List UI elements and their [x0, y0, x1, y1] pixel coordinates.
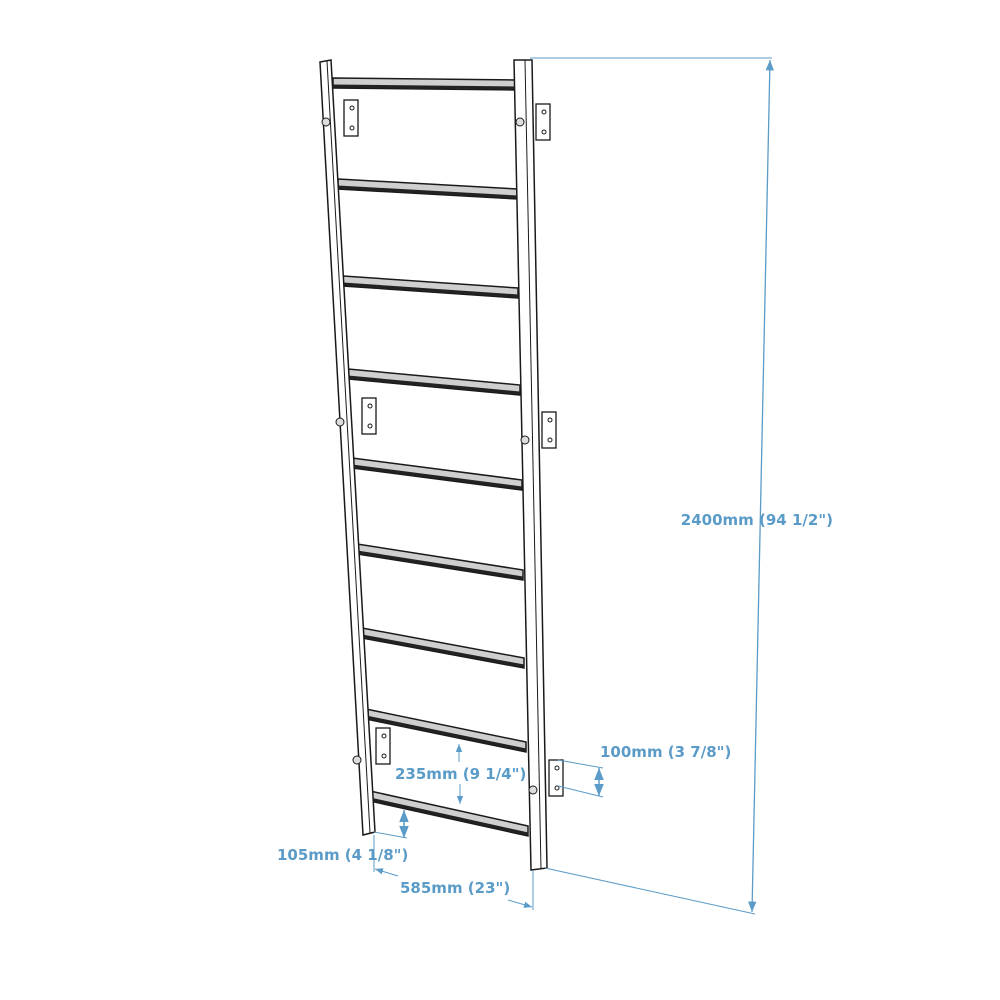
bracket-screw — [547, 437, 553, 443]
bolt — [335, 417, 345, 427]
rung-shadow — [351, 464, 523, 490]
left-rail — [319, 59, 376, 836]
bolt — [321, 117, 331, 127]
bracket-screw — [541, 129, 547, 135]
bolt — [515, 117, 525, 127]
rung-shadow — [369, 797, 529, 836]
bracket-screw — [541, 109, 547, 115]
wall-bracket — [548, 759, 564, 797]
bracket-screw — [381, 753, 387, 759]
bracket-screw — [349, 125, 355, 131]
rung-shadow — [332, 84, 516, 90]
wall-bracket — [375, 727, 391, 765]
bracket-screw — [554, 765, 560, 771]
bracket-screw — [367, 423, 373, 429]
bolt — [352, 755, 362, 765]
bracket-spacing-label: 100mm (3 7/8") — [600, 743, 731, 761]
rung-spacing-label: 235mm (9 1/4") — [395, 765, 526, 783]
rung-shadow — [365, 715, 527, 752]
bracket-screw — [381, 733, 387, 739]
rung-shadow — [361, 634, 525, 668]
left-rail-edge — [326, 60, 371, 834]
height-dimension-label: 2400mm (94 1/2") — [681, 511, 833, 529]
ladder — [319, 59, 564, 871]
bracket-screw — [547, 417, 553, 423]
rung-shadow — [342, 282, 519, 298]
bracket-screw — [367, 403, 373, 409]
rung-shadow — [356, 550, 524, 580]
bracket-screw — [554, 785, 560, 791]
dimension-lines — [373, 57, 774, 915]
bracket-screw — [349, 105, 355, 111]
wall-bracket — [361, 397, 377, 435]
wall-bracket — [343, 99, 359, 137]
rung-shadow — [347, 375, 521, 395]
wall-bracket — [535, 103, 551, 141]
bottom-offset-label: 105mm (4 1/8") — [277, 846, 408, 864]
width-dimension-label: 585mm (23") — [400, 879, 510, 897]
rung-shadow — [337, 185, 519, 199]
bolt — [528, 785, 538, 795]
bolt — [520, 435, 530, 445]
wall-bracket — [541, 411, 557, 449]
right-rail-edge — [524, 59, 542, 870]
